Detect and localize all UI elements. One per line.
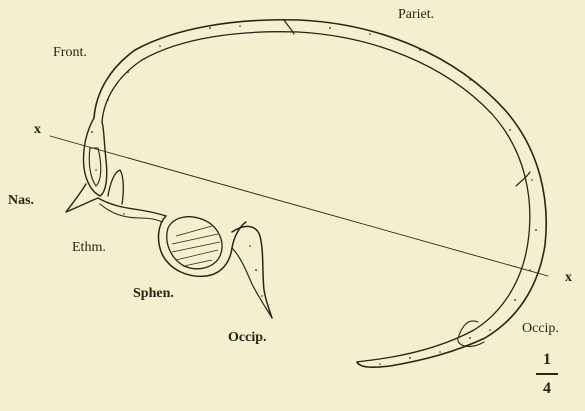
cribriform-plate-outline [98, 198, 166, 216]
label-x-left: x [34, 123, 41, 137]
crista-galli-outline [108, 170, 123, 204]
basioccipital-outline [232, 226, 272, 318]
label-occipital-back: Occip. [522, 322, 559, 336]
label-occipital-base: Occip. [228, 331, 267, 345]
sphenoid-sinus-outline [167, 217, 222, 269]
scale-fraction-bar [536, 373, 558, 375]
label-frontal: Front. [53, 46, 87, 60]
bone-stippling [91, 25, 537, 365]
label-parietal: Pariet. [398, 8, 434, 22]
label-sphenoid: Sphen. [133, 287, 174, 301]
sphenoid-body-outline [159, 216, 246, 276]
frontal-sinus-cavity [89, 148, 101, 186]
calvaria-outer-outline [94, 20, 546, 367]
section-line-x-x [50, 136, 548, 276]
scale-fraction: 1 4 [536, 352, 558, 397]
label-x-right: x [565, 271, 572, 285]
scale-numerator: 1 [543, 351, 551, 368]
label-nasal: Nas. [8, 194, 34, 208]
lambdoid-suture [516, 172, 530, 186]
nasal-bone-outline [66, 184, 98, 212]
calvaria-inner-outline [102, 32, 530, 362]
label-ethmoid: Ethm. [72, 241, 106, 255]
scale-denominator: 4 [543, 380, 551, 397]
sphenoid-sinus-hatching [172, 226, 220, 266]
occipital-inner-table [458, 321, 484, 346]
basioccipital-inner-outline [232, 248, 272, 318]
